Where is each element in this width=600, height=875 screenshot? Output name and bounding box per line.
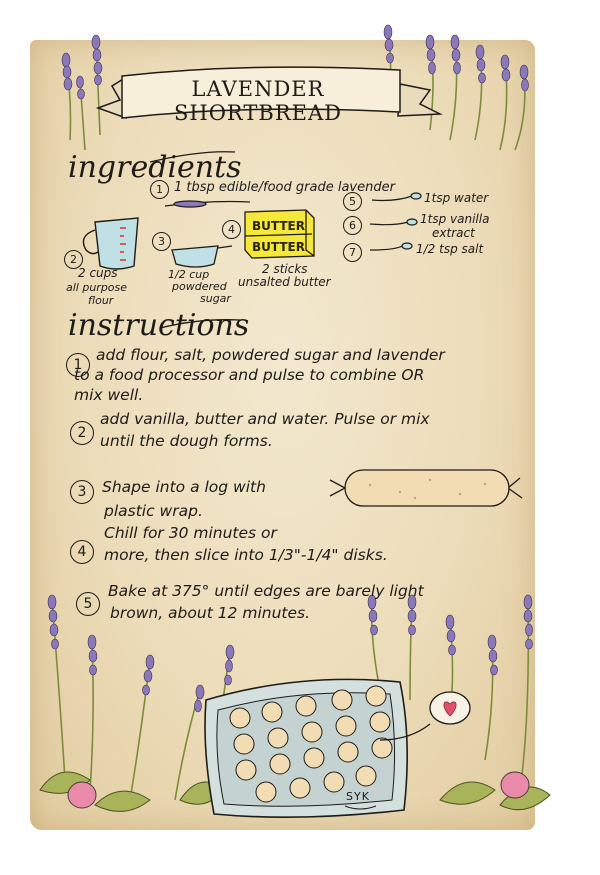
ingredients-underline bbox=[149, 151, 236, 163]
ingredient-6-line2: extract bbox=[432, 226, 475, 240]
signature-flourish bbox=[344, 805, 377, 810]
ingredient-6-number: 6 bbox=[343, 216, 362, 235]
step-4-line1: Chill for 30 minutes or bbox=[104, 524, 277, 542]
cookies bbox=[229, 685, 393, 803]
ingredient-3-line3: sugar bbox=[200, 292, 231, 305]
dough-log-illustration bbox=[329, 469, 523, 507]
lavender-buds-top-right bbox=[383, 24, 529, 92]
instructions-underline bbox=[159, 319, 241, 329]
measuring-spoons-illustration bbox=[369, 192, 422, 251]
recipe-title: LAVENDER SHORTBREAD bbox=[174, 77, 342, 125]
butter-illustration bbox=[244, 209, 315, 259]
step-1-line1: add flour, salt, powdered sugar and lave… bbox=[96, 346, 445, 364]
lavender-spoon-illustration bbox=[164, 200, 251, 208]
step-3-number: 3 bbox=[70, 480, 94, 504]
step-4-number: 4 bbox=[70, 540, 94, 564]
ingredient-2-line1: 2 cups bbox=[78, 266, 118, 280]
step-1-number: 1 bbox=[66, 353, 90, 377]
lavender-buds-bottom-right bbox=[367, 594, 533, 676]
ingredient-1-text: 1 tbsp edible/food grade lavender bbox=[174, 180, 395, 195]
step-1-line2: to a food processor and pulse to combine… bbox=[74, 366, 425, 384]
ingredient-2-line2: all purpose bbox=[66, 281, 128, 294]
leaves-bottom bbox=[39, 771, 551, 812]
step-4-line2: more, then slice into 1/3"-1/4" disks. bbox=[104, 546, 388, 564]
instructions-heading: instructions bbox=[68, 308, 250, 343]
ingredient-6-line1: 1tsp vanilla bbox=[420, 212, 490, 226]
step-1-line3: mix well. bbox=[74, 386, 144, 404]
step-3-line1: Shape into a log with bbox=[102, 478, 266, 496]
ingredient-5-text: 1tsp water bbox=[424, 191, 489, 205]
ingredients-heading: ingredients bbox=[68, 150, 242, 185]
ingredient-7-text: 1/2 tsp salt bbox=[416, 242, 484, 256]
step-5-number: 5 bbox=[76, 592, 100, 616]
step-5-line1: Bake at 375° until edges are barely ligh… bbox=[108, 582, 424, 600]
lavender-sprig-bottom-left bbox=[51, 599, 231, 801]
step-2-line2: until the dough forms. bbox=[100, 432, 273, 450]
step-3-line2: plastic wrap. bbox=[104, 502, 203, 520]
heart-icon bbox=[443, 701, 457, 717]
title-banner bbox=[95, 66, 443, 120]
ingredient-1-number: 1 bbox=[150, 180, 169, 199]
ingredient-3-number: 3 bbox=[152, 232, 171, 251]
ingredient-2-line3: flour bbox=[88, 294, 114, 307]
measuring-cup-illustration bbox=[82, 217, 139, 270]
lavender-buds-bottom-left bbox=[47, 594, 235, 713]
ingredient-3-line2: powdered bbox=[172, 280, 227, 293]
lavender-buds-top-left bbox=[61, 34, 103, 100]
ingredient-5-number: 5 bbox=[343, 192, 362, 211]
ingredient-4-line1: 2 sticks bbox=[262, 262, 308, 276]
artist-signature: SYK bbox=[346, 790, 370, 803]
step-5-line2: brown, about 12 minutes. bbox=[110, 604, 311, 622]
powdered-sugar-cup-illustration bbox=[171, 245, 233, 268]
ingredient-7-number: 7 bbox=[343, 243, 362, 262]
step-2-number: 2 bbox=[70, 421, 94, 445]
ingredient-3-line1: 1/2 cup bbox=[168, 268, 210, 281]
butter-label-top: BUTTER bbox=[252, 219, 305, 233]
radish-left bbox=[67, 781, 97, 809]
step-2-line1: add vanilla, butter and water. Pulse or … bbox=[100, 410, 430, 428]
radish-right bbox=[500, 771, 530, 799]
ingredient-4-line2: unsalted butter bbox=[238, 275, 331, 289]
ingredient-4-number: 4 bbox=[222, 220, 241, 239]
ingredient-2-number: 2 bbox=[64, 250, 83, 269]
butter-label-bottom: BUTTER bbox=[252, 240, 305, 254]
